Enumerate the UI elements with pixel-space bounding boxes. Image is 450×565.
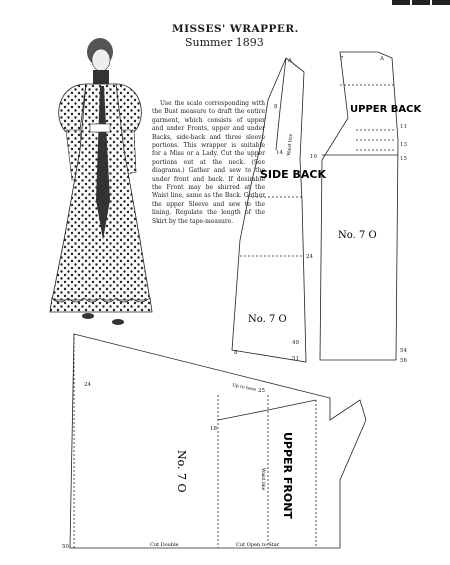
- num-uf-25: 25: [258, 388, 265, 394]
- document-title: MISSES' WRAPPER.: [172, 23, 299, 35]
- waist-line-label-sb: Waist line: [286, 133, 294, 156]
- num-uf-50: 50: [62, 544, 69, 550]
- upper-back-name: UPPER BACK: [350, 104, 422, 115]
- upper-back-piece: [319, 51, 399, 361]
- cut-open-to-star-label: Cut Open to Star: [236, 542, 280, 548]
- num-ub-56: 56: [400, 358, 407, 364]
- up-to-here-label: Up to here: [232, 382, 257, 393]
- upper-front-piece: [69, 333, 367, 549]
- num-ub-7: 7: [340, 56, 344, 62]
- num-ub-15: 15: [400, 156, 407, 162]
- upper-back-number: No. 7 O: [338, 230, 377, 241]
- upper-front-number: No. 7 O: [175, 450, 188, 493]
- side-back-piece: [231, 57, 307, 363]
- num-ub-11: 11: [400, 124, 407, 130]
- num-sb-8b: 8: [234, 350, 238, 356]
- waist-line-label: Waist line: [260, 468, 266, 491]
- instructions-paragraph: Use the scale corresponding with the Bus…: [152, 100, 265, 225]
- num-ub-54: 54: [400, 348, 407, 354]
- page-edge-marks: [392, 0, 450, 5]
- woman-illustration: [49, 38, 153, 325]
- num-ub-10: 10: [310, 154, 317, 160]
- cut-double-label: Cut Double: [150, 542, 179, 548]
- num-sb-51: 51: [292, 356, 299, 362]
- num-sb-8: 8: [274, 104, 278, 110]
- side-back-number: No. 7 O: [248, 314, 287, 325]
- document-subtitle: Summer 1893: [185, 36, 264, 49]
- num-uf-18: 18: [210, 426, 217, 432]
- num-sb-24: 24: [306, 254, 313, 260]
- num-ub-a: A: [379, 56, 385, 62]
- num-sb-49: 49: [292, 340, 299, 346]
- side-back-name: SIDE BACK: [260, 168, 326, 181]
- upper-front-name: UPPER FRONT: [281, 432, 294, 519]
- num-sb-14: 14: [276, 150, 283, 156]
- num-ub-13: 13: [400, 142, 407, 148]
- num-uf-24: 24: [84, 382, 91, 388]
- num-sb-top: A: [287, 58, 293, 64]
